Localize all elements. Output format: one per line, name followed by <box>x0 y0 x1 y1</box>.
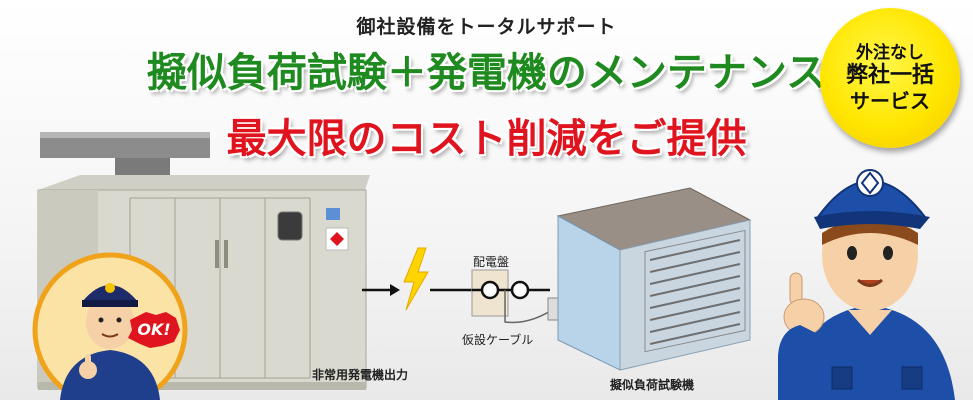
subtitle: 御社設備をトータルサポート <box>356 16 617 38</box>
load-tester-illustration <box>547 187 752 371</box>
ok-bubble: OK! <box>128 312 180 348</box>
worker-character <box>778 169 955 400</box>
load-tester-label: 擬似負荷試験機 <box>610 378 695 392</box>
badge-line-2: 弊社一括 <box>845 63 934 88</box>
badge-line-1: 外注なし <box>856 42 924 63</box>
guard-character <box>32 252 188 400</box>
bubble-shape-icon <box>128 312 180 348</box>
badge-line-3: サービス <box>850 89 930 114</box>
secondary-title: 最大限のコスト削減をご提供 <box>226 116 747 162</box>
main-title: 擬似負荷試験＋発電機のメンテナンス <box>146 50 827 96</box>
cable-label: 仮設ケーブル <box>462 333 534 347</box>
service-badge: 外注なし 弊社一括 サービス <box>820 8 960 148</box>
panel-label: 配電盤 <box>473 255 510 269</box>
generator-label: 非常用発電機出力 <box>312 368 409 382</box>
connection-diagram <box>362 247 556 324</box>
ok-text: OK! <box>137 320 171 339</box>
